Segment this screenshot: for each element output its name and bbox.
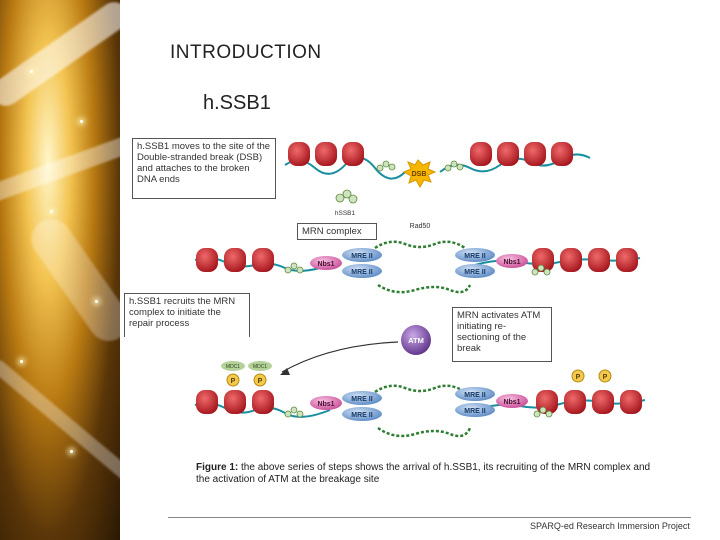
svg-text:MRE II: MRE II	[351, 396, 372, 403]
svg-text:MDC1: MDC1	[226, 364, 240, 370]
rad50-label: Rad50	[410, 223, 431, 230]
callout-step2: h.SSB1 recruits the MRN complex to initi…	[124, 293, 250, 337]
svg-text:P: P	[603, 374, 608, 381]
histone	[564, 390, 586, 414]
svg-text:Nbs1: Nbs1	[503, 259, 520, 266]
histone	[551, 142, 573, 166]
callout-step1: h.SSB1 moves to the site of the Double-s…	[132, 138, 276, 199]
mre11-protein: MRE II	[455, 248, 495, 262]
histone	[620, 390, 642, 414]
svg-text:Nbs1: Nbs1	[317, 261, 334, 268]
histone	[536, 390, 558, 414]
phospho-marker: P	[572, 370, 584, 382]
histone	[288, 142, 310, 166]
histone	[224, 248, 246, 272]
svg-text:P: P	[231, 378, 236, 385]
nbs1-protein: Nbs1	[496, 254, 528, 268]
phospho-marker: P	[227, 374, 239, 386]
mre11-protein: MRE II	[455, 264, 495, 278]
caption-label: Figure 1:	[196, 462, 238, 473]
histone	[196, 248, 218, 272]
svg-text:MRE II: MRE II	[351, 253, 372, 260]
svg-text:MRE II: MRE II	[464, 392, 485, 399]
dna-row-2: Rad50 MRE II MRE II MRE II MRE II Nbs1 N…	[195, 223, 640, 292]
histone	[588, 248, 610, 272]
hssb1-label: hSSB1	[335, 210, 356, 217]
footer-text: SPARQ-ed Research Immersion Project	[530, 521, 690, 531]
mre11-protein: MRE II	[342, 264, 382, 278]
histone	[315, 142, 337, 166]
histone	[592, 390, 614, 414]
svg-text:MRE II: MRE II	[351, 412, 372, 419]
svg-text:Nbs1: Nbs1	[503, 399, 520, 406]
callout-step3: MRN activates ATM initiating re-sectioni…	[452, 307, 552, 362]
phospho-marker: P	[599, 370, 611, 382]
svg-text:MRE II: MRE II	[464, 269, 485, 276]
rad50-coil	[375, 386, 465, 392]
histone	[497, 142, 519, 166]
svg-text:Nbs1: Nbs1	[317, 401, 334, 408]
mre11-protein: MRE II	[455, 403, 495, 417]
atm-protein: ATM	[401, 325, 431, 355]
phospho-marker: P	[254, 374, 266, 386]
nbs1-protein: Nbs1	[310, 396, 342, 410]
dsb-burst: DSB	[404, 160, 435, 187]
mre11-protein: MRE II	[455, 387, 495, 401]
histone	[524, 142, 546, 166]
svg-text:MRE II: MRE II	[464, 408, 485, 415]
mdc1-protein: MDC1	[248, 361, 272, 371]
svg-text:P: P	[258, 378, 263, 385]
figure-caption: Figure 1: the above series of steps show…	[196, 462, 666, 486]
histone	[224, 390, 246, 414]
mdc1-protein: MDC1	[221, 361, 245, 371]
mre11-protein: MRE II	[342, 407, 382, 421]
histone	[252, 248, 274, 272]
mre11-protein: MRE II	[342, 248, 382, 262]
activation-arrow	[282, 342, 398, 372]
hssb1-molecule: hSSB1	[335, 190, 357, 217]
histone	[196, 390, 218, 414]
rad50-coil	[375, 242, 465, 248]
rad50-coil	[378, 428, 470, 436]
nbs1-protein: Nbs1	[496, 394, 528, 408]
svg-text:ATM: ATM	[408, 336, 424, 345]
histone	[470, 142, 492, 166]
dsb-label: DSB	[412, 171, 427, 178]
caption-text: the above series of steps shows the arri…	[196, 462, 650, 485]
footer-divider	[168, 517, 691, 518]
dna-row-3: MRE II MRE II MRE II MRE II Nbs1 Nbs1	[195, 386, 645, 436]
dna-row-1: DSB hSSB1	[285, 142, 590, 217]
svg-text:P: P	[576, 374, 581, 381]
nbs1-protein: Nbs1	[310, 256, 342, 270]
histone	[616, 248, 638, 272]
rad50-coil	[378, 285, 470, 292]
histone	[252, 390, 274, 414]
histone	[342, 142, 364, 166]
mre11-protein: MRE II	[342, 391, 382, 405]
svg-text:MDC1: MDC1	[253, 364, 267, 370]
callout-mrn-complex: MRN complex	[297, 223, 377, 240]
svg-text:MRE II: MRE II	[464, 253, 485, 260]
histone	[560, 248, 582, 272]
svg-text:MRE II: MRE II	[351, 269, 372, 276]
